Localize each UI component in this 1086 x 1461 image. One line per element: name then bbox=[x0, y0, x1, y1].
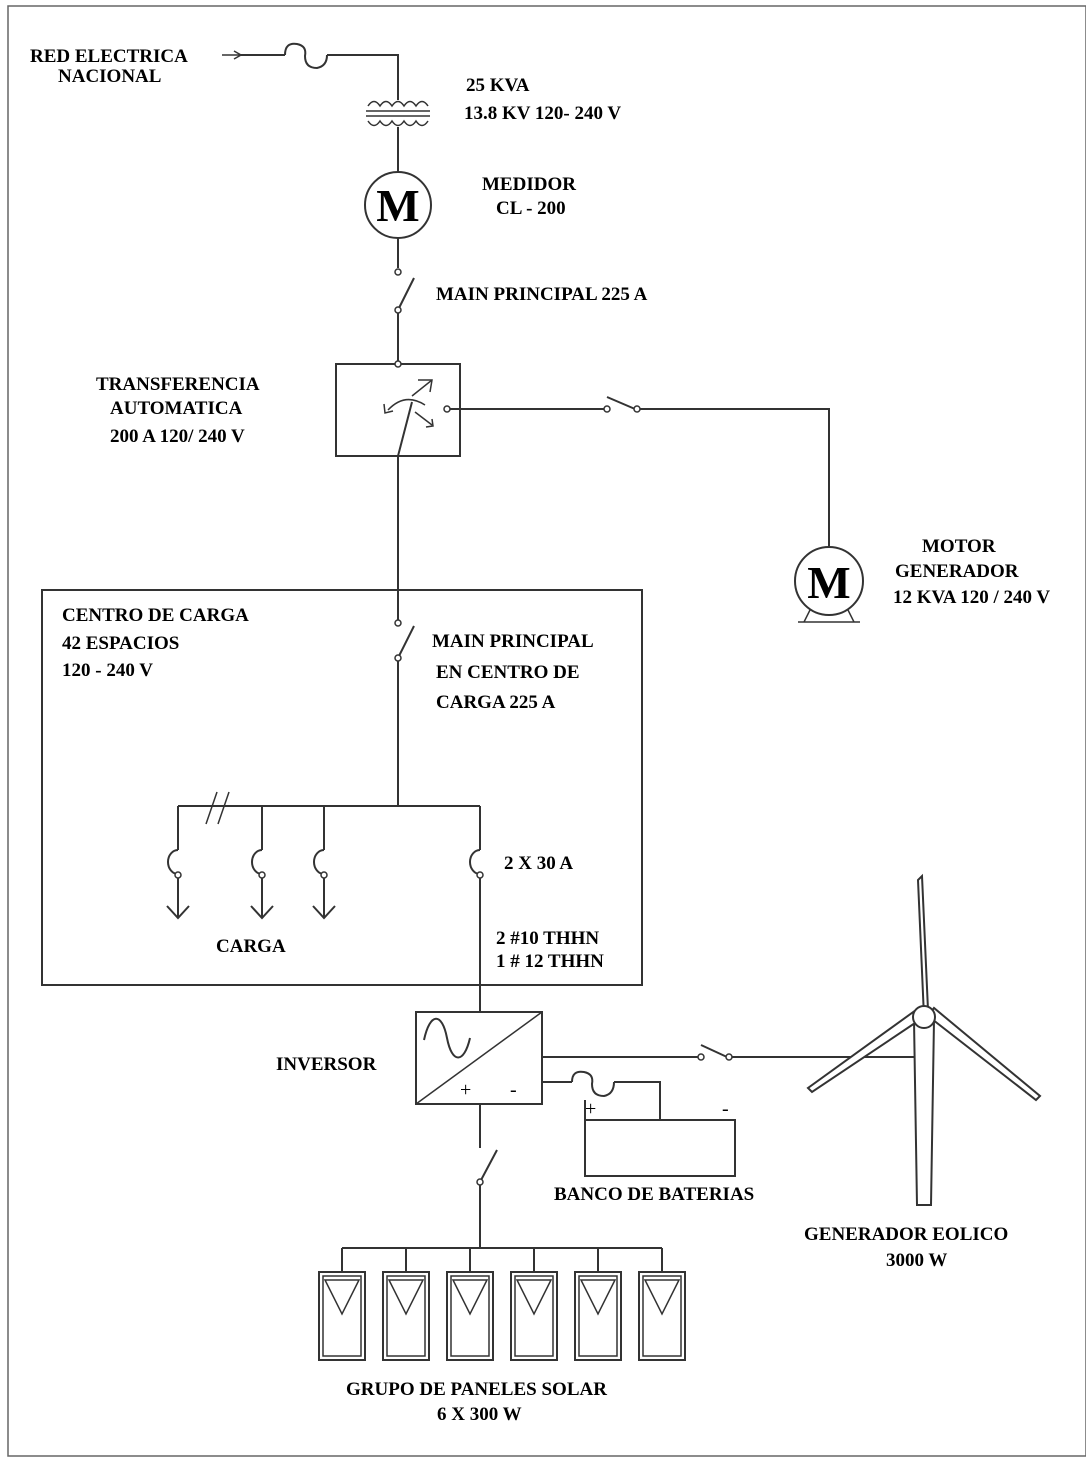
solar-panel bbox=[510, 1248, 558, 1361]
transfer-switch-arrow-icon bbox=[383, 379, 434, 457]
generator-label-line3: 12 KVA 120 / 240 V bbox=[893, 587, 1050, 608]
generator-label-line1: MOTOR bbox=[922, 536, 996, 557]
solar-switch-icon bbox=[476, 1149, 498, 1186]
inverter-branch-breaker bbox=[469, 806, 484, 879]
inverter-minus-sign: - bbox=[510, 1079, 517, 1101]
wind-turbine-icon bbox=[806, 873, 1042, 1206]
ats-label-line1: TRANSFERENCIA bbox=[96, 374, 260, 395]
wind-label-line1: GENERADOR EOLICO bbox=[804, 1224, 1008, 1245]
inverter-plus-sign: + bbox=[460, 1079, 471, 1101]
solar-label-line2: 6 X 300 W bbox=[437, 1404, 522, 1425]
wind-label-line2: 3000 W bbox=[886, 1250, 947, 1271]
grid-fuse-icon bbox=[284, 42, 328, 70]
meter-label-line2: CL - 200 bbox=[496, 198, 566, 219]
ats-generator-terminal bbox=[443, 405, 451, 413]
panel-main-breaker-icon bbox=[394, 619, 415, 662]
bus-break-icon bbox=[205, 791, 230, 825]
ats-input-terminal bbox=[394, 360, 402, 368]
panel-label-line2: 42 ESPACIOS bbox=[62, 633, 179, 654]
transformer-icon bbox=[366, 97, 430, 172]
panel-main-label-line2: EN CENTRO DE bbox=[436, 662, 580, 683]
transfer-switch-box bbox=[335, 363, 461, 457]
inverter-diagonal bbox=[415, 1011, 543, 1105]
meter-symbol: M bbox=[376, 180, 419, 231]
battery-label: BANCO DE BATERIAS bbox=[554, 1184, 754, 1205]
generator-switch-icon bbox=[603, 396, 641, 413]
transformer-label-line2: 13.8 KV 120- 240 V bbox=[464, 103, 621, 124]
battery-bank-box bbox=[584, 1119, 736, 1177]
panel-main-label-line3: CARGA 225 A bbox=[436, 692, 556, 713]
ats-label-line3: 200 A 120/ 240 V bbox=[110, 426, 245, 447]
generator-symbol: M bbox=[807, 557, 850, 608]
panel-label-line1: CENTRO DE CARGA bbox=[62, 605, 249, 626]
ac-wave-icon bbox=[423, 1017, 471, 1059]
generator-base-icon bbox=[798, 609, 860, 623]
diagram-frame bbox=[7, 5, 1086, 1457]
solar-panel bbox=[638, 1248, 686, 1361]
ats-label-line2: AUTOMATICA bbox=[110, 398, 243, 419]
grid-arrow-icon bbox=[222, 50, 243, 60]
battery-fuse-icon bbox=[571, 1070, 615, 1098]
wind-switch-icon bbox=[697, 1044, 733, 1061]
transformer-label-line1: 25 KVA bbox=[466, 75, 530, 96]
solar-panel bbox=[446, 1248, 494, 1361]
solar-panel bbox=[574, 1248, 622, 1361]
wire-label-line1: 2 #10 THHN bbox=[496, 928, 599, 949]
panel-main-label-line1: MAIN PRINCIPAL bbox=[432, 631, 594, 652]
solar-panel bbox=[382, 1248, 430, 1361]
solar-panel bbox=[318, 1248, 366, 1361]
grid-label-line2: NACIONAL bbox=[58, 66, 161, 87]
load-center-box bbox=[41, 589, 643, 986]
breaker-2x30-label: 2 X 30 A bbox=[504, 853, 573, 874]
wire-label-line2: 1 # 12 THHN bbox=[496, 951, 604, 972]
load-branch-1 bbox=[166, 806, 190, 920]
load-branch-2 bbox=[250, 806, 274, 920]
solar-panel-array bbox=[318, 1248, 686, 1361]
main-breaker-switch-icon bbox=[394, 268, 415, 314]
grid-to-transformer-wire bbox=[327, 54, 399, 97]
battery-plus-sign: + bbox=[585, 1098, 596, 1120]
solar-label-line1: GRUPO DE PANELES SOLAR bbox=[346, 1379, 607, 1400]
inverter-label: INVERSOR bbox=[276, 1054, 377, 1075]
meter-label-line1: MEDIDOR bbox=[482, 174, 576, 195]
battery-minus-sign: - bbox=[722, 1098, 729, 1120]
generator-feed-wire bbox=[640, 408, 830, 546]
generator-label-line2: GENERADOR bbox=[895, 561, 1019, 582]
load-branch-3 bbox=[312, 806, 336, 920]
main-breaker-label: MAIN PRINCIPAL 225 A bbox=[436, 284, 648, 305]
battery-negative-wire bbox=[614, 1081, 661, 1120]
panel-label-line3: 120 - 240 V bbox=[62, 660, 153, 681]
grid-label-line1: RED ELECTRICA bbox=[30, 46, 188, 67]
motor-generator-icon bbox=[794, 546, 864, 616]
loads-label: CARGA bbox=[216, 936, 286, 957]
